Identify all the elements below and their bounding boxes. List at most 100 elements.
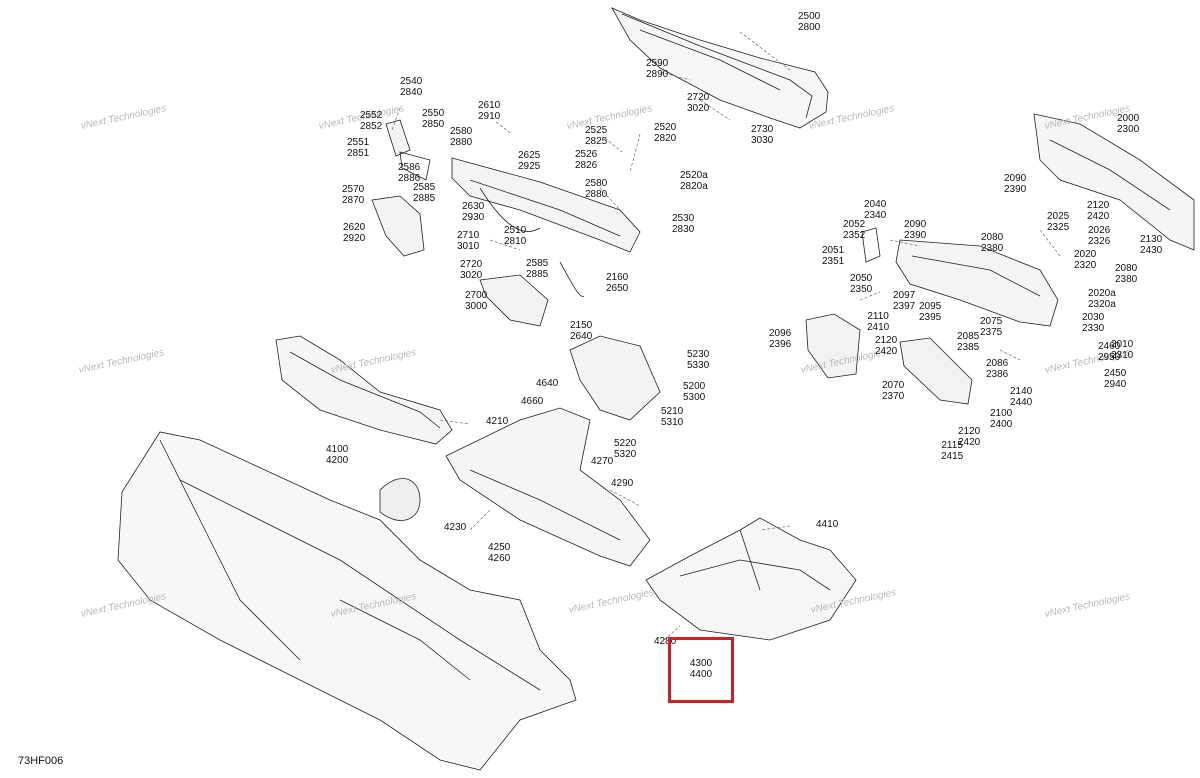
part-number: 4410 (816, 519, 839, 530)
part-number: 2150 (570, 320, 593, 331)
part-number: 2115 (941, 440, 963, 451)
part-number: 2160 (606, 272, 629, 283)
part-number: 4280 (654, 636, 677, 647)
highlighted-part-callout[interactable]: 4300 4400 (668, 637, 734, 703)
part-number: 4200 (326, 455, 349, 466)
part-number: 2040 (864, 199, 887, 210)
part-number: 2097 (893, 290, 916, 301)
part-number: 2625 (518, 150, 541, 161)
part-number: 2390 (904, 230, 927, 241)
left-door-frame (451, 157, 641, 327)
part-number: 2370 (882, 391, 905, 402)
part-number: 5310 (661, 417, 684, 428)
part-number: 2395 (919, 312, 942, 323)
part-number: 2090 (1004, 173, 1027, 184)
part-number: 2880 (585, 189, 608, 200)
part-number: 2885 (526, 269, 549, 280)
part-callout: 4270 (591, 456, 613, 467)
part-number: 2350 (850, 284, 873, 295)
part-number: 2510 (504, 225, 527, 236)
part-number: 2010 (1111, 339, 1134, 350)
part-number: 2610 (478, 100, 501, 111)
part-callout: 4640 (536, 378, 558, 389)
part-number: 2885 (413, 193, 436, 204)
part-number: 2500 (798, 11, 821, 22)
part-number: 2820a (680, 181, 708, 192)
part-number: 4100 (326, 444, 349, 455)
part-number: 2830 (672, 224, 695, 235)
part-number: 2110 (867, 311, 889, 322)
part-number: 2320 (1074, 260, 1097, 271)
part-number: 2070 (882, 380, 905, 391)
part-callout: 4660 (521, 396, 543, 407)
part-number: 3020 (687, 103, 710, 114)
part-number: 3010 (457, 241, 480, 252)
part-number: 2585 (413, 182, 436, 193)
part-number: 2130 (1140, 234, 1163, 245)
part-number: 2526 (575, 149, 598, 160)
part-number: 2410 (867, 322, 890, 333)
part-number: 2420 (958, 437, 981, 448)
part-number: 2351 (822, 256, 845, 267)
part-number: 2630 (462, 201, 485, 212)
part-number: 2375 (980, 327, 1003, 338)
part-number: 2710 (457, 230, 480, 241)
part-callout: 4230 (444, 522, 466, 533)
part-number: 2030 (1082, 312, 1105, 323)
part-number: 4290 (611, 478, 634, 489)
part-number: 2051 (822, 245, 845, 256)
part-number: 2090 (904, 219, 927, 230)
part-number: 2880 (450, 137, 473, 148)
part-number: 2390 (1004, 184, 1027, 195)
center-console (445, 335, 661, 567)
part-number: 2025 (1047, 211, 1070, 222)
part-number: 2925 (518, 161, 541, 172)
part-number: 2096 (769, 328, 792, 339)
part-number: 2385 (957, 342, 980, 353)
left-side-rail (275, 335, 453, 445)
part-number: 2870 (342, 195, 365, 206)
part-number: 2550 (422, 108, 445, 119)
part-number: 2052 (843, 219, 866, 230)
part-number: 2580 (585, 178, 608, 189)
part-number: 2120 (875, 335, 898, 346)
part-number: 2086 (986, 358, 1009, 369)
part-number: 2586 (398, 162, 421, 173)
part-number: 4260 (488, 553, 511, 564)
part-number: 2890 (646, 69, 669, 80)
part-number: 2310 (1111, 350, 1134, 361)
part-number: 2397 (893, 301, 916, 312)
part-number: 4640 (536, 378, 559, 389)
part-number: 2520a (680, 170, 708, 181)
part-number: 2720 (460, 259, 483, 270)
part-number: 4660 (521, 396, 544, 407)
